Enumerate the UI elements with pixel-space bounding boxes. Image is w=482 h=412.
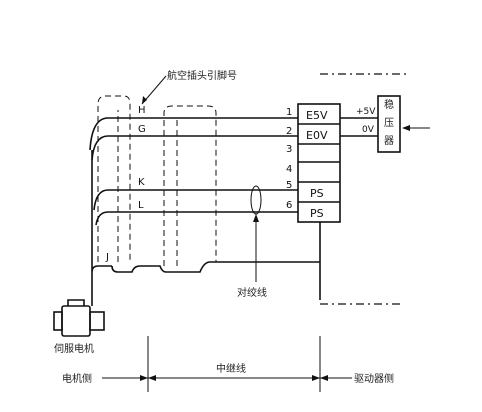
pin-label-k: K — [138, 177, 145, 188]
twisted-pair-arrowhead — [253, 214, 259, 222]
terminal-label-6: PS — [310, 207, 324, 220]
plug-outline-relay — [163, 105, 217, 266]
servo-motor-label: 伺服电机 — [54, 342, 94, 355]
pin-label-l: L — [138, 200, 144, 211]
servo-motor-shaft — [89, 311, 105, 331]
servo-motor-encoder — [53, 311, 63, 331]
terminal-num-3: 3 — [286, 144, 292, 155]
wire-j — [91, 150, 112, 273]
dimension-arrow-left-end — [140, 375, 148, 381]
terminal-label-2: E0V — [306, 129, 328, 142]
terminal-num-4: 4 — [286, 164, 292, 175]
regulator-char-c: 器 — [384, 135, 394, 147]
twisted-pair-label: 对绞线 — [237, 286, 267, 299]
pin-label-j: J — [105, 252, 109, 263]
pin-label-h: H — [138, 105, 146, 116]
terminal-num-1: 1 — [286, 107, 292, 118]
dimension-arrow-relay-right — [312, 375, 320, 381]
terminal-label-1: E5V — [306, 109, 328, 122]
dimension-ticks — [147, 336, 321, 392]
plug-pin-label: 航空插头引脚号 — [167, 69, 237, 82]
wire-h — [89, 117, 298, 151]
regulator-input-arrowhead — [402, 125, 410, 131]
terminal-label-5: PS — [310, 187, 324, 200]
terminal-num-5: 5 — [286, 180, 292, 191]
regulator-box — [377, 95, 401, 153]
plug-outline-motor — [97, 95, 131, 262]
wire-shield-return — [111, 261, 320, 273]
regulator-char-a: 稳 — [384, 98, 394, 111]
dimension-arrow-right-end — [320, 375, 328, 381]
pin-label-g: G — [138, 124, 146, 135]
wire-k — [93, 189, 298, 211]
terminal-num-2: 2 — [286, 126, 292, 137]
servo-motor-body — [61, 305, 91, 337]
relay-line-label: 中继线 — [216, 362, 246, 375]
driver-side-label: 驱动器侧 — [354, 372, 394, 385]
regulator-char-b: 压 — [384, 117, 394, 129]
plug-pin-arrowhead — [142, 96, 147, 104]
wire-g — [91, 135, 298, 161]
wire-l — [95, 211, 298, 226]
terminal-num-6: 6 — [286, 200, 292, 211]
plus5v-label: +5V — [356, 107, 376, 117]
zero-v-label: 0V — [362, 125, 375, 135]
terminal-block-dividers — [298, 123, 340, 203]
dimension-arrow-relay-left — [148, 375, 156, 381]
terminal-block — [297, 103, 341, 223]
motor-side-label: 电机侧 — [62, 372, 92, 385]
servo-motor-connector — [67, 299, 85, 306]
